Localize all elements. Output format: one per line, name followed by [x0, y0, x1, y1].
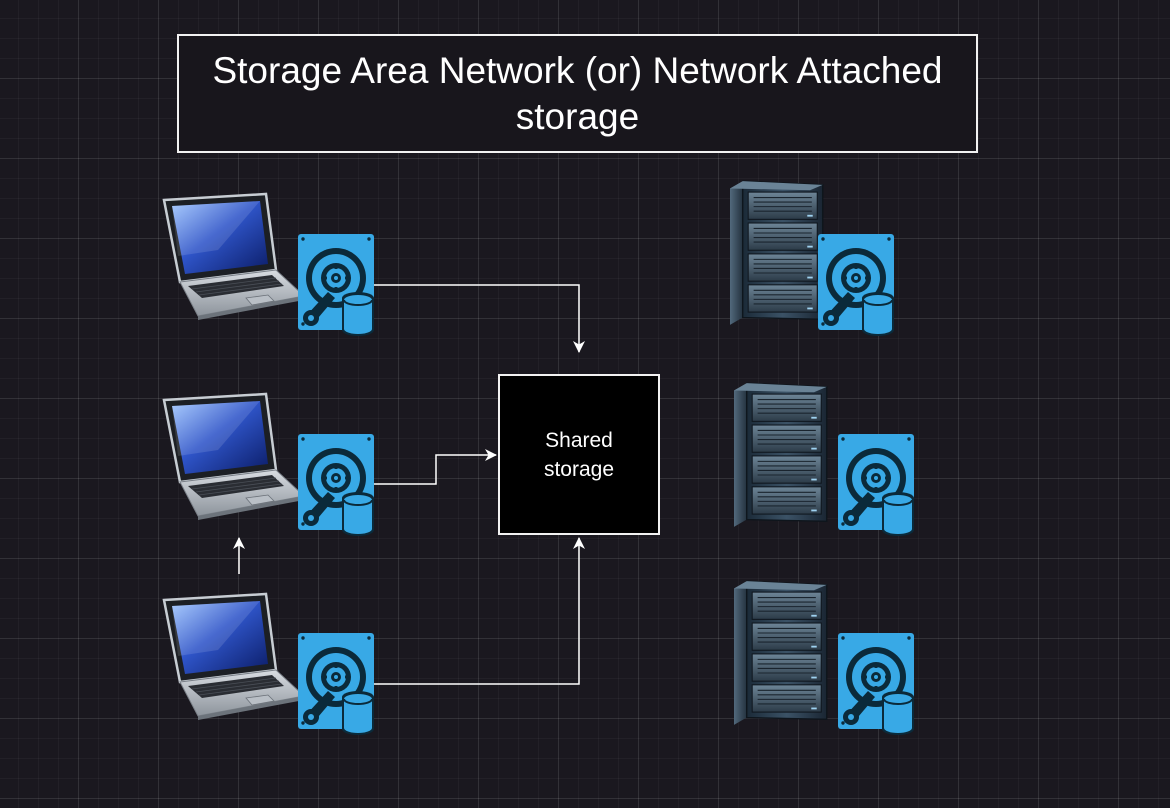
connector-laptop1-to-shared-storage	[374, 284, 585, 353]
hard-disk-icon	[298, 633, 374, 735]
server-rack-icon	[734, 574, 834, 732]
hard-disk-icon	[838, 434, 914, 536]
hard-disk-icon	[838, 633, 914, 735]
diagram-title-box: Storage Area Network (or) Network Attach…	[177, 34, 978, 153]
hard-disk-icon	[298, 234, 374, 336]
laptop-icon	[158, 590, 308, 720]
hard-disk-icon	[298, 434, 374, 536]
laptop-icon	[158, 390, 308, 520]
diagram-title: Storage Area Network (or) Network Attach…	[212, 49, 943, 137]
shared-storage-box: Shared storage	[498, 374, 660, 535]
server-rack-icon	[730, 174, 830, 332]
connector-laptop2-to-shared-storage	[374, 449, 497, 485]
shared-storage-label: Shared storage	[543, 428, 615, 481]
hard-disk-icon	[818, 234, 894, 336]
connector-laptop3-to-shared-storage	[374, 537, 585, 685]
server-rack-icon	[734, 376, 834, 534]
laptop-icon	[158, 190, 308, 320]
